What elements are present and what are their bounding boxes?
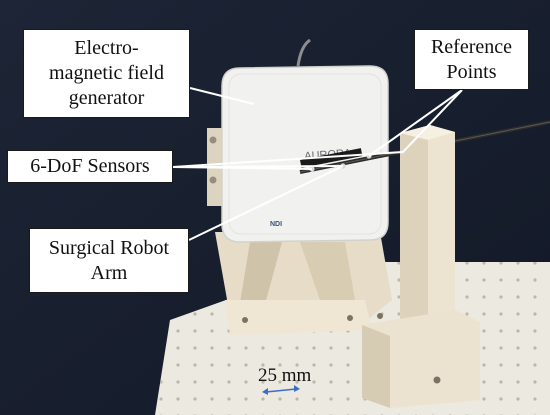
generator-cable <box>296 38 311 67</box>
label-6dof-sensors: 6-DoF Sensors <box>7 150 173 183</box>
label-surgical-robot-arm: Surgical Robot Arm <box>29 228 189 293</box>
generator-mount <box>207 128 392 335</box>
callout-lines <box>172 87 463 241</box>
scale-label: 25 mm <box>258 365 312 386</box>
field-generator: AURORA NDI <box>221 65 389 243</box>
reference-pillar <box>362 125 480 408</box>
device-logo-text: NDI <box>270 221 282 228</box>
scale-arrow <box>262 385 300 395</box>
label-field-generator: Electro- magnetic field generator <box>23 29 190 118</box>
label-reference-points: Reference Points <box>414 29 529 90</box>
sensor-body-1 <box>299 148 363 168</box>
